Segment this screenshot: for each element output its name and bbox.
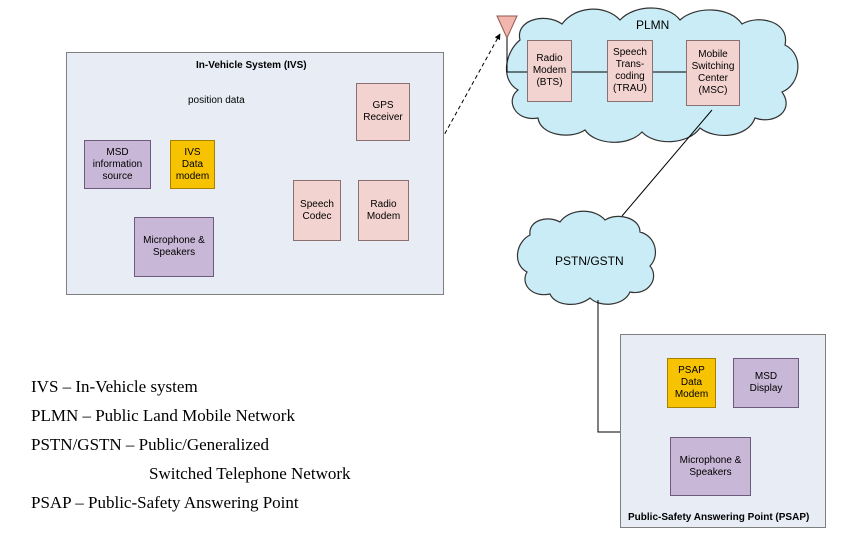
msd-information-source-block: MSD information source bbox=[84, 140, 151, 189]
gps-receiver-block: GPS Receiver bbox=[356, 83, 410, 141]
msd-display-block: MSD Display bbox=[733, 358, 799, 408]
legend-pstn-line2: Switched Telephone Network bbox=[149, 464, 351, 483]
ivs-radio-modem-block: Radio Modem bbox=[358, 180, 409, 241]
plmn-antenna-icon bbox=[496, 15, 518, 40]
psap-microphone-speakers-block: Microphone & Speakers bbox=[670, 437, 751, 496]
speech-transcoding-trau-block: Speech Trans- coding (TRAU) bbox=[607, 40, 653, 102]
ivs-panel-title: In-Vehicle System (IVS) bbox=[196, 60, 307, 71]
mobile-switching-center-block: Mobile Switching Center (MSC) bbox=[686, 40, 740, 106]
psap-panel-title: Public-Safety Answering Point (PSAP) bbox=[628, 512, 810, 523]
legend-plmn: PLMN – Public Land Mobile Network bbox=[31, 406, 295, 425]
ivs-data-modem-block: IVS Data modem bbox=[170, 140, 215, 189]
msc-to-pstn-line bbox=[621, 109, 713, 217]
legend-pstn-line1: PSTN/GSTN – Public/Generalized bbox=[31, 435, 269, 454]
radio-modem-bts-block: Radio Modem (BTS) bbox=[527, 40, 572, 102]
speech-codec-block: Speech Codec bbox=[293, 180, 341, 241]
legend-psap: PSAP – Public-Safety Answering Point bbox=[31, 493, 299, 512]
position-data-label: position data bbox=[188, 95, 245, 106]
legend-ivs: IVS – In-Vehicle system bbox=[31, 377, 198, 396]
pstn-to-psap-line bbox=[597, 300, 627, 433]
psap-data-modem-block: PSAP Data Modem bbox=[667, 358, 716, 408]
plmn-label: PLMN bbox=[636, 18, 670, 32]
acronym-legend: IVS – In-Vehicle system PLMN – Public La… bbox=[31, 372, 351, 517]
radio-link-arrow bbox=[437, 33, 501, 147]
pstn-cloud bbox=[517, 210, 657, 305]
ivs-microphone-speakers-block: Microphone & Speakers bbox=[134, 217, 214, 277]
pstn-gstn-label: PSTN/GSTN bbox=[555, 254, 624, 268]
